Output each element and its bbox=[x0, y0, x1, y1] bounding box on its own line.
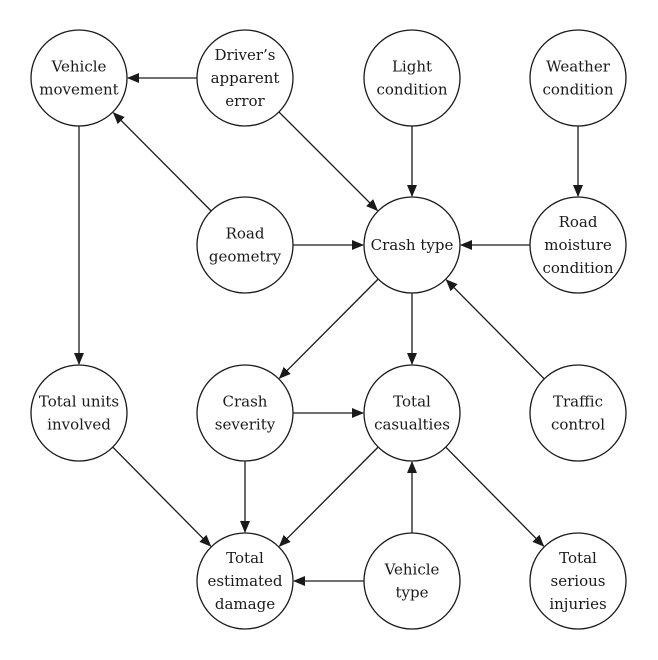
node-circle bbox=[529, 364, 627, 462]
node-label-line: condition bbox=[542, 81, 613, 99]
node-total-units: Total units involved bbox=[30, 364, 128, 462]
node-label-line: serious bbox=[551, 572, 606, 590]
edge-total-units-to-total-damage bbox=[112, 446, 212, 547]
node-circle bbox=[529, 29, 627, 127]
node-label-line: type bbox=[396, 584, 429, 602]
node-circle bbox=[196, 196, 294, 294]
node-label-line: Total bbox=[226, 549, 264, 567]
node-label-line: Crash type bbox=[371, 236, 454, 254]
node-label-line: Road bbox=[226, 225, 265, 243]
node-circle bbox=[363, 364, 461, 462]
edge-drivers-error-to-crash-type bbox=[278, 111, 379, 212]
node-label-line: Vehicle bbox=[384, 561, 440, 579]
node-label-line: condition bbox=[376, 81, 447, 99]
node-road-geometry: Road geometry bbox=[196, 196, 294, 294]
node-label-line: Driver’s bbox=[215, 46, 276, 64]
node-drivers-error: Driver’s apparent error bbox=[196, 29, 294, 127]
nodes-layer: Vehicle movement Driver’s apparent error Ligh… bbox=[30, 29, 627, 630]
node-circle bbox=[363, 532, 461, 630]
node-total-casualties: Total casualties bbox=[363, 364, 461, 462]
node-circle bbox=[196, 364, 294, 462]
node-label-line: severity bbox=[215, 416, 276, 434]
node-label-line: control bbox=[551, 416, 605, 434]
node-circle bbox=[196, 532, 294, 630]
node-light-condition: Light condition bbox=[363, 29, 461, 127]
node-road-moisture: Road moisture condition bbox=[529, 196, 627, 294]
node-label-line: Traffic bbox=[553, 393, 603, 411]
node-label-line: condition bbox=[542, 259, 613, 277]
node-label-line: apparent bbox=[211, 69, 280, 87]
node-label-line: error bbox=[225, 92, 265, 110]
node-circle bbox=[30, 29, 128, 127]
node-circle bbox=[529, 532, 627, 630]
node-circle bbox=[363, 196, 461, 294]
node-label-line: movement bbox=[39, 81, 118, 99]
edges-layer bbox=[74, 73, 583, 586]
edge-road-geometry-to-vehicle-movement bbox=[112, 112, 212, 212]
node-traffic-control: Traffic control bbox=[529, 364, 627, 462]
node-label-line: Weather bbox=[546, 58, 611, 76]
node-label-line: injuries bbox=[549, 595, 606, 613]
node-label-line: estimated bbox=[207, 572, 282, 590]
node-vehicle-movement: Vehicle movement bbox=[30, 29, 128, 127]
edge-crash-type-to-crash-severity bbox=[278, 278, 379, 379]
node-label-line: Total bbox=[393, 393, 431, 411]
node-label-line: Light bbox=[392, 58, 432, 76]
node-weather-condition: Weather condition bbox=[529, 29, 627, 127]
edge-traffic-control-to-crash-type bbox=[445, 279, 545, 380]
node-label-line: Crash bbox=[223, 393, 268, 411]
node-circle bbox=[529, 196, 627, 294]
node-label-line: Total units bbox=[39, 393, 119, 411]
node-label-line: Road bbox=[559, 213, 598, 231]
node-circle bbox=[363, 29, 461, 127]
node-crash-severity: Crash severity bbox=[196, 364, 294, 462]
node-circle bbox=[30, 364, 128, 462]
node-label-line: geometry bbox=[209, 248, 282, 266]
node-label-line: moisture bbox=[544, 236, 612, 254]
node-total-damage: Total estimated damage bbox=[196, 532, 294, 630]
node-vehicle-type: Vehicle type bbox=[363, 532, 461, 630]
edge-total-casualties-to-serious-injuries bbox=[445, 446, 545, 547]
node-label-line: damage bbox=[215, 595, 275, 613]
node-label-line: Total bbox=[559, 549, 597, 567]
edge-total-casualties-to-total-damage bbox=[278, 446, 379, 547]
node-serious-injuries: Total serious injuries bbox=[529, 532, 627, 630]
node-label-line: casualties bbox=[374, 416, 450, 434]
node-label-line: Vehicle bbox=[51, 58, 107, 76]
node-crash-type: Crash type bbox=[363, 196, 461, 294]
node-label-line: involved bbox=[47, 416, 111, 434]
node-circle bbox=[196, 29, 294, 127]
